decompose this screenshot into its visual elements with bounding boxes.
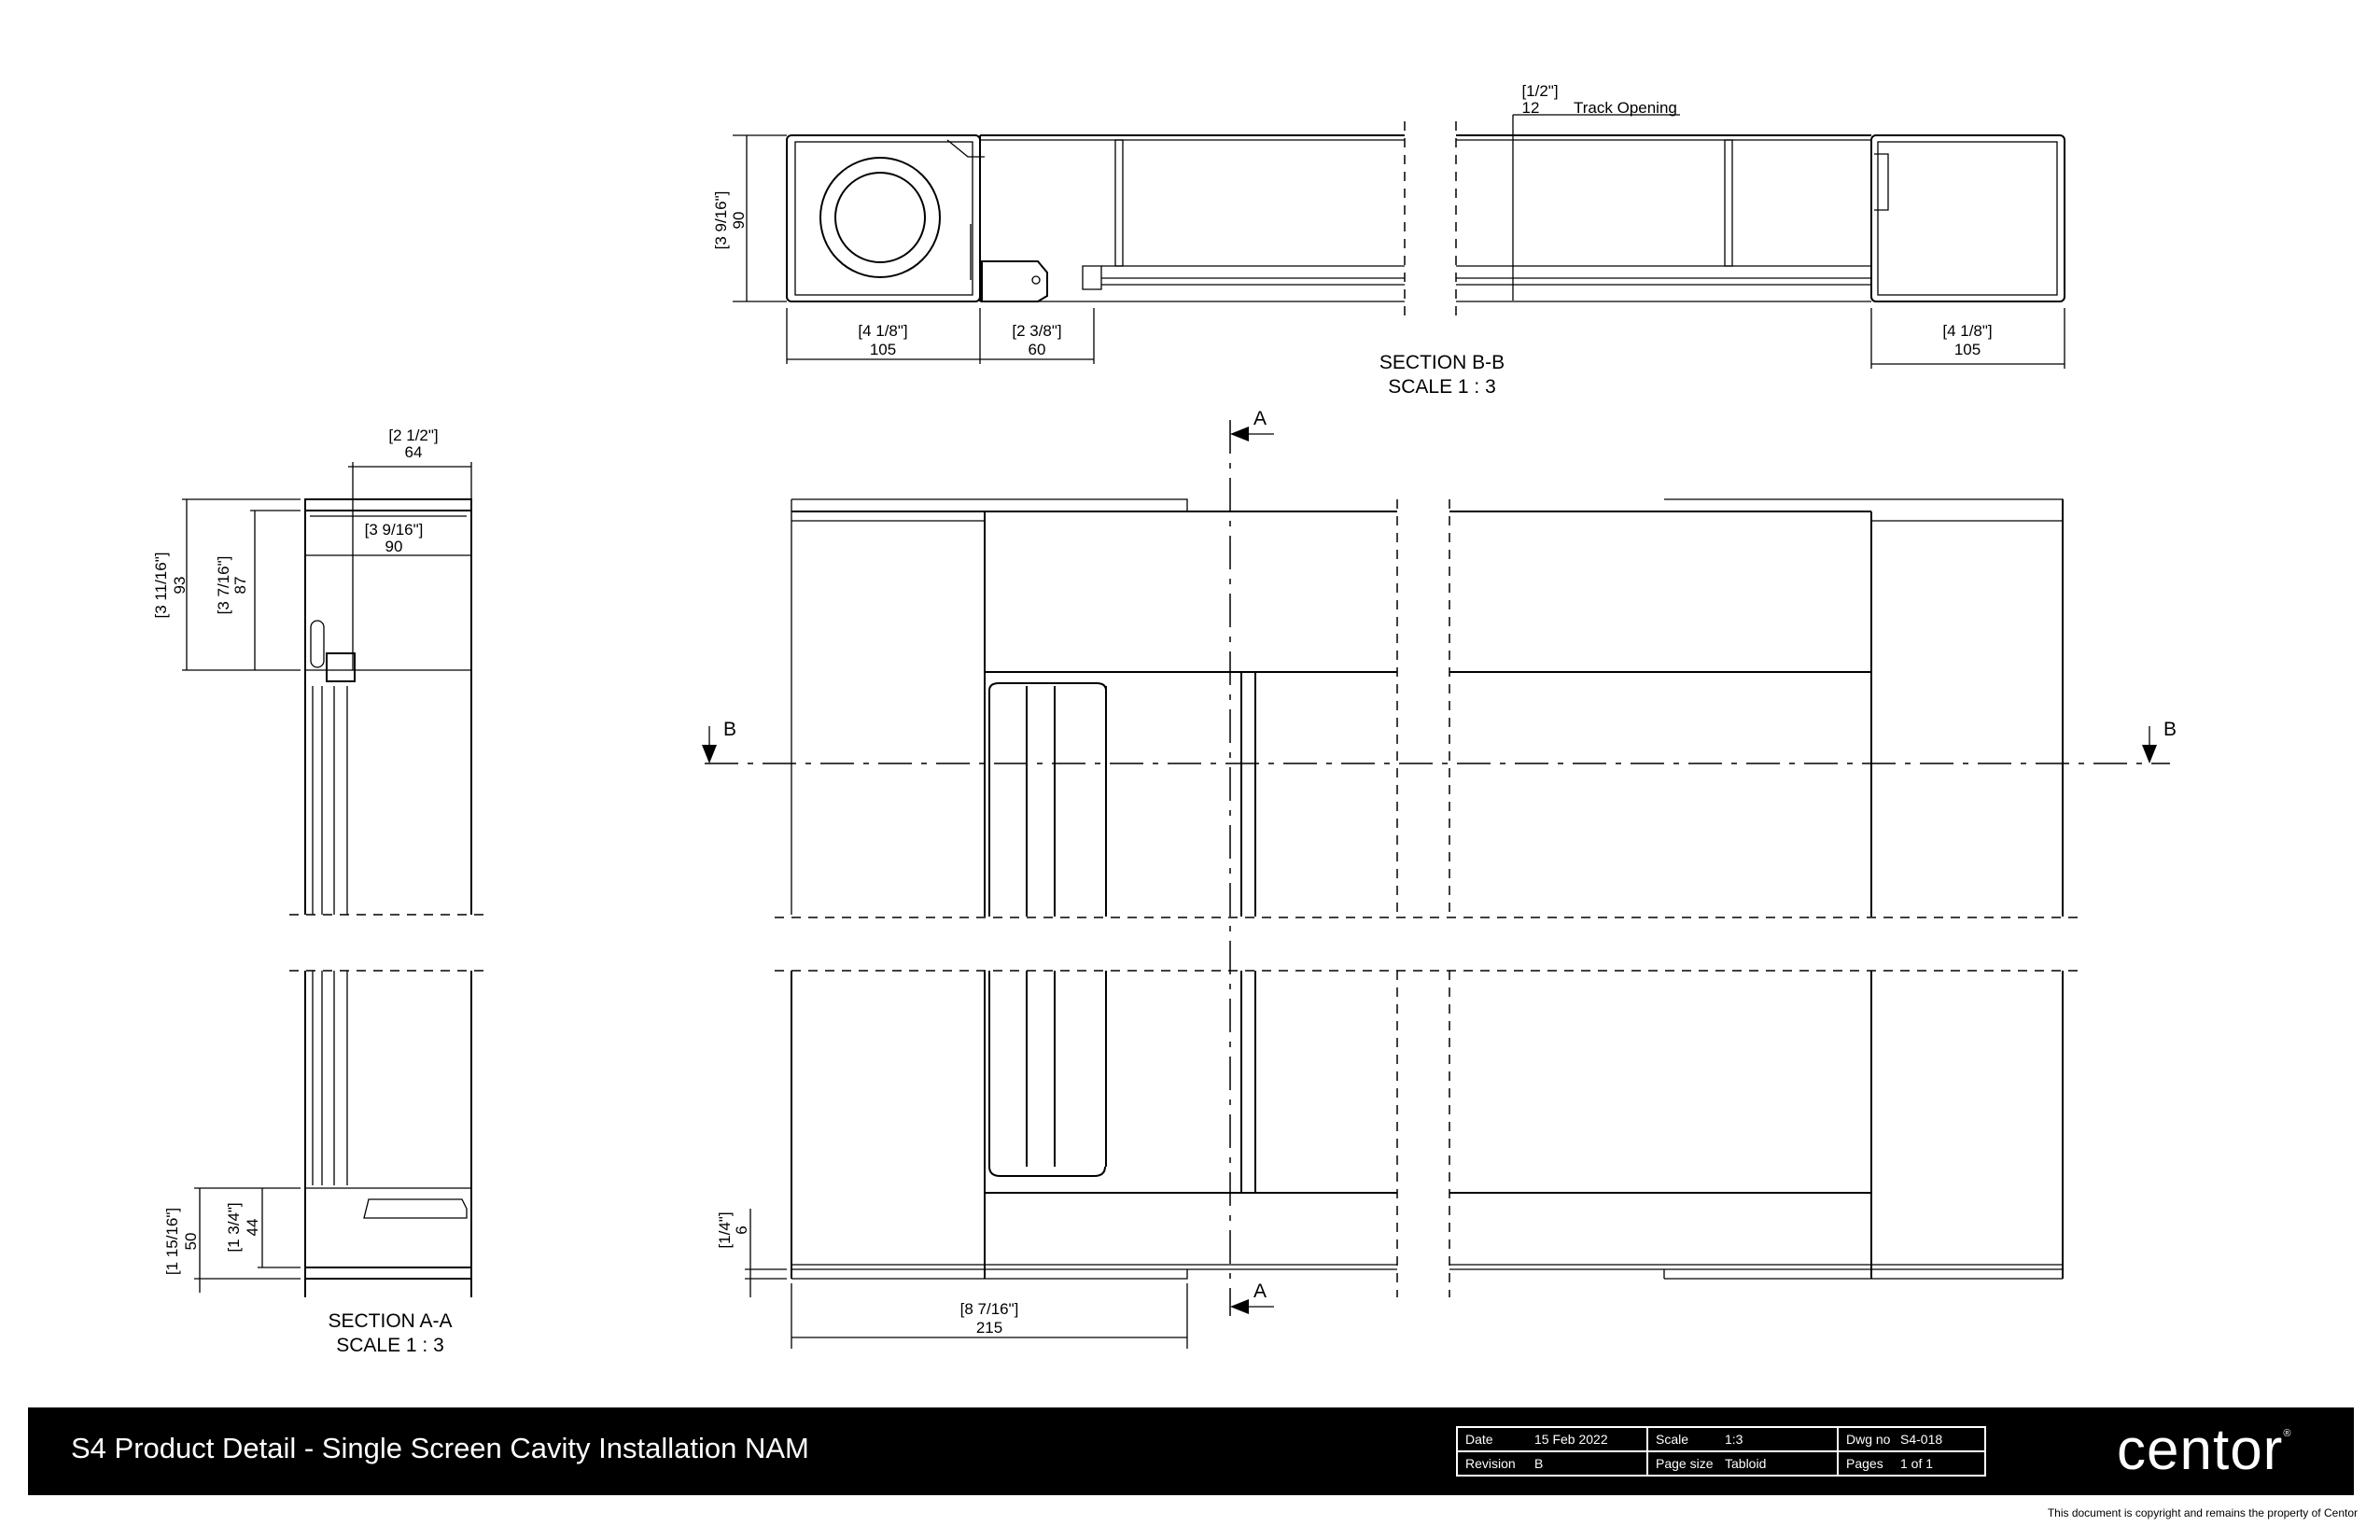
aa-sill-outer-metric: 50 [182,1233,200,1251]
elev-gap-imperial: [1/4"] [716,1211,734,1248]
aa-inner-width-metric: 90 [385,538,403,555]
section-a-arrow-top-icon [1230,427,1249,441]
centor-logo: centor® [2117,1418,2292,1482]
page-size-label: Page size [1656,1456,1714,1471]
dwg-no-value: S4-018 [1900,1432,1943,1447]
bb-handle-imperial: [2 3/8"] [1012,322,1061,340]
handle-bar-profile [981,260,1048,302]
section-b-label-left: B [723,719,736,740]
aa-sill-outer-imperial: [1 15/16"] [163,1208,181,1275]
section-b-arrow-right-icon [2142,745,2157,763]
section-a-arrow-bottom-icon [1230,1299,1249,1314]
scale-value: 1:3 [1725,1432,1743,1447]
section-aa-view: [2 1/2"] 64 [3 9/16"] 90 [3 11/16"] 93 [… [152,427,490,1356]
scale-label: Scale [1656,1432,1689,1447]
aa-outer-height-metric: 93 [171,577,189,595]
bb-left-housing-imperial: [4 1/8"] [858,322,907,340]
aa-sill-inner-metric: 44 [244,1219,261,1237]
section-b-arrow-left-icon [702,745,717,763]
dwg-no-label: Dwg no [1846,1432,1891,1447]
section-bb-view: [3 9/16"] 90 [4 1/8"] 105 [2 3/8"] 60 [4… [712,82,2065,398]
section-bb-title: SECTION B-B [1379,352,1505,373]
section-aa-scale: SCALE 1 : 3 [336,1335,444,1356]
bb-handle-metric: 60 [1029,341,1046,358]
registered-mark-icon: ® [2283,1428,2292,1439]
section-b-label-right: B [2163,719,2177,740]
section-bb-scale: SCALE 1 : 3 [1388,376,1496,398]
elev-flange-imperial: [8 7/16"] [960,1300,1019,1318]
pages-label: Pages [1846,1456,1883,1471]
aa-inner-width-imperial: [3 9/16"] [365,521,424,539]
section-aa-title: SECTION A-A [328,1310,452,1332]
drawing-title: S4 Product Detail - Single Screen Cavity… [71,1432,809,1464]
bb-right-housing-imperial: [4 1/8"] [1942,322,1992,340]
right-housing-profile [1870,134,2065,302]
bb-track-imperial: [1/2"] [1521,82,1558,100]
aa-top-width-imperial: [2 1/2"] [388,427,438,444]
bb-right-housing-metric: 105 [1954,341,1981,358]
elev-gap-metric: 6 [733,1225,750,1234]
bb-track-label: Track Opening [1574,99,1677,117]
page-size-value: Tabloid [1725,1456,1767,1471]
elev-flange-metric: 215 [976,1319,1002,1337]
pages-value: 1 of 1 [1900,1456,1934,1471]
aa-top-width-metric: 64 [405,443,423,461]
aa-inner-height-imperial: [3 7/16"] [215,556,232,615]
title-block: S4 Product Detail - Single Screen Cavity… [28,1407,2354,1495]
bb-track-metric: 12 [1522,99,1540,117]
info-row: Revision B Page size Tabloid Pages 1 of 1 [1456,1450,1986,1477]
elevation-view: A A B B [1/4"] 6 [8 7/16"] 215 [702,408,2177,1349]
section-a-label-top: A [1253,408,1267,429]
drawing-info-table: Date 15 Feb 2022 Scale 1:3 Dwg no S4-018 Re… [1456,1426,1986,1477]
bb-left-housing-metric: 105 [870,341,896,358]
section-a-label-bottom: A [1253,1281,1267,1302]
revision-label: Revision [1465,1456,1516,1471]
revision-value: B [1534,1456,1544,1471]
date-label: Date [1465,1432,1493,1447]
bb-height-imperial: [3 9/16"] [712,191,730,250]
info-row: Date 15 Feb 2022 Scale 1:3 Dwg no S4-018 [1456,1426,1986,1452]
copyright-notice: This document is copyright and remains t… [2047,1506,2358,1519]
roller-tube [819,157,941,278]
bb-height-metric: 90 [730,212,748,230]
aa-sill-inner-imperial: [1 3/4"] [225,1202,243,1252]
date-value: 15 Feb 2022 [1534,1432,1608,1447]
aa-inner-height-metric: 87 [231,577,249,595]
aa-outer-height-imperial: [3 11/16"] [152,553,170,619]
